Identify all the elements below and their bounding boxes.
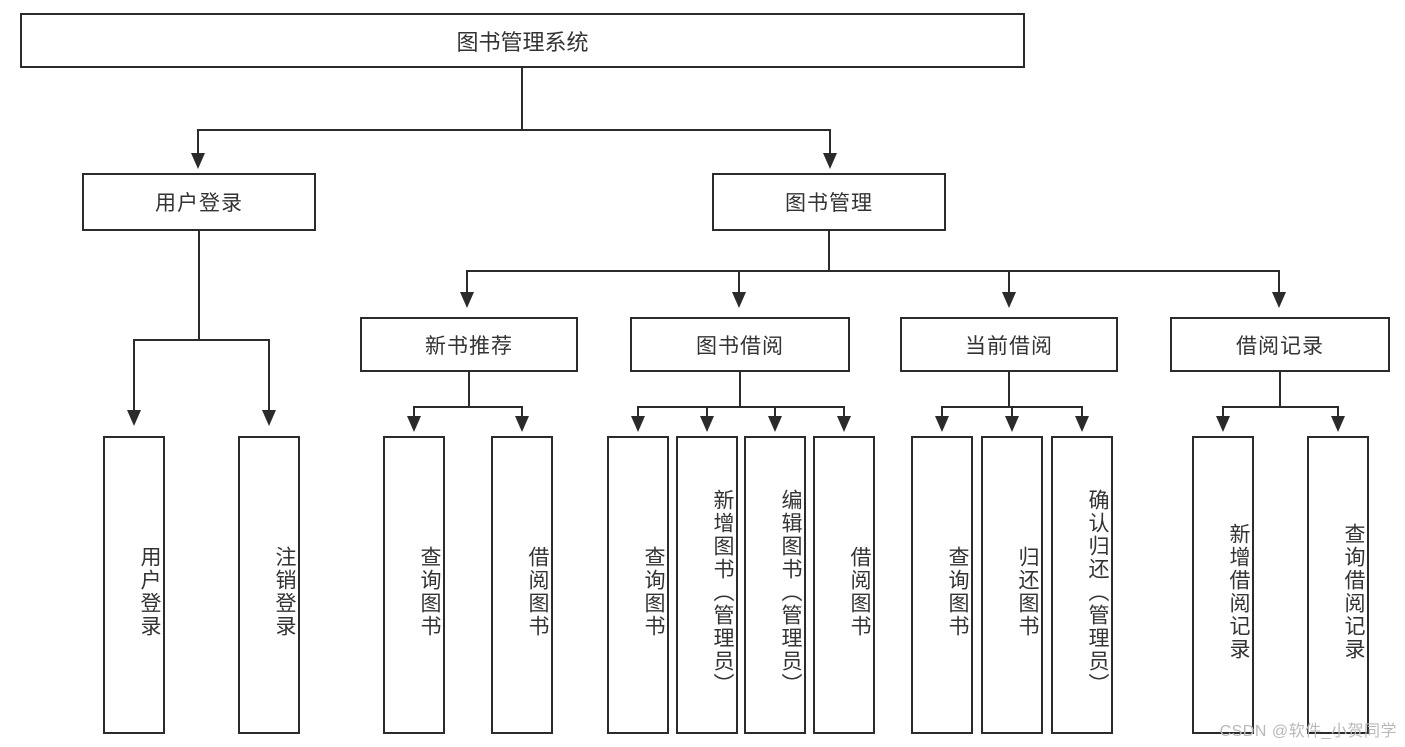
connector-book-borrow-bar <box>637 406 845 408</box>
arrow-to-leaf-confirm-return <box>1075 416 1089 432</box>
arrow-to-leaf-add-book <box>700 416 714 432</box>
connector-user-login-stem <box>198 231 200 341</box>
connector-current-borrow-leg-1 <box>941 406 943 418</box>
arrow-to-leaf-borrow-book-1 <box>515 416 529 432</box>
connector-book-manage-leg-1 <box>466 270 468 294</box>
connector-root-leg-right <box>829 129 831 155</box>
node-root[interactable]: 图书管理系统 <box>20 13 1025 68</box>
leaf-user-login[interactable]: 用户登录 <box>103 436 165 734</box>
arrow-to-user-login <box>191 153 205 169</box>
node-borrow-record[interactable]: 借阅记录 <box>1170 317 1390 372</box>
connector-book-borrow-leg-4 <box>843 406 845 418</box>
arrow-to-current-borrow <box>1002 292 1016 308</box>
leaf-query-book-2[interactable]: 查询图书 <box>607 436 669 734</box>
connector-new-book-leg-1 <box>413 406 415 418</box>
connector-book-borrow-stem <box>739 372 741 408</box>
arrow-to-leaf-user-login <box>127 410 141 426</box>
connector-borrow-record-leg-1 <box>1222 406 1224 418</box>
leaf-borrow-book-2[interactable]: 借阅图书 <box>813 436 875 734</box>
arrow-to-borrow-record <box>1272 292 1286 308</box>
connector-book-borrow-leg-3 <box>774 406 776 418</box>
connector-book-manage-leg-4 <box>1278 270 1280 294</box>
arrow-to-leaf-add-record <box>1216 416 1230 432</box>
arrow-to-leaf-query-record <box>1331 416 1345 432</box>
arrow-to-leaf-query-book-3 <box>935 416 949 432</box>
leaf-add-book[interactable]: 新增图书（管理员） <box>676 436 738 734</box>
leaf-logout-login[interactable]: 注销登录 <box>238 436 300 734</box>
arrow-to-leaf-borrow-book-2 <box>837 416 851 432</box>
connector-borrow-record-leg-2 <box>1337 406 1339 418</box>
leaf-edit-book[interactable]: 编辑图书（管理员） <box>744 436 806 734</box>
connector-user-login-leg-2 <box>268 339 270 412</box>
arrow-to-leaf-return-book <box>1005 416 1019 432</box>
leaf-query-book-1[interactable]: 查询图书 <box>383 436 445 734</box>
connector-current-borrow-stem <box>1008 372 1010 408</box>
node-new-book-recommend[interactable]: 新书推荐 <box>360 317 578 372</box>
arrow-to-leaf-query-book-2 <box>631 416 645 432</box>
connector-root-leg-left <box>197 129 199 155</box>
node-user-login[interactable]: 用户登录 <box>82 173 316 231</box>
arrow-to-new-book-recommend <box>460 292 474 308</box>
connector-user-login-leg-1 <box>133 339 135 412</box>
arrow-to-book-borrow <box>732 292 746 308</box>
connector-book-manage-leg-3 <box>1008 270 1010 294</box>
connector-current-borrow-leg-2 <box>1011 406 1013 418</box>
arrow-to-leaf-logout-login <box>262 410 276 426</box>
leaf-borrow-book-1[interactable]: 借阅图书 <box>491 436 553 734</box>
connector-new-book-leg-2 <box>521 406 523 418</box>
connector-borrow-record-bar <box>1222 406 1339 408</box>
arrow-to-book-manage <box>823 153 837 169</box>
leaf-return-book[interactable]: 归还图书 <box>981 436 1043 734</box>
connector-book-manage-bar <box>466 270 1280 272</box>
arrow-to-leaf-query-book-1 <box>407 416 421 432</box>
connector-root-stem <box>521 68 523 130</box>
connector-new-book-stem <box>468 372 470 408</box>
connector-new-book-bar <box>413 406 523 408</box>
node-book-manage[interactable]: 图书管理 <box>712 173 946 231</box>
connector-book-borrow-leg-2 <box>706 406 708 418</box>
arrow-to-leaf-edit-book <box>768 416 782 432</box>
node-current-borrow[interactable]: 当前借阅 <box>900 317 1118 372</box>
node-book-borrow[interactable]: 图书借阅 <box>630 317 850 372</box>
leaf-query-book-3[interactable]: 查询图书 <box>911 436 973 734</box>
connector-book-manage-stem <box>828 231 830 272</box>
connector-borrow-record-stem <box>1279 372 1281 408</box>
leaf-add-record[interactable]: 新增借阅记录 <box>1192 436 1254 734</box>
connector-book-borrow-leg-1 <box>637 406 639 418</box>
connector-user-login-bar <box>133 339 270 341</box>
connector-root-bar <box>197 129 831 131</box>
leaf-query-record[interactable]: 查询借阅记录 <box>1307 436 1369 734</box>
connector-current-borrow-leg-3 <box>1081 406 1083 418</box>
connector-book-manage-leg-2 <box>738 270 740 294</box>
leaf-confirm-return[interactable]: 确认归还（管理员） <box>1051 436 1113 734</box>
